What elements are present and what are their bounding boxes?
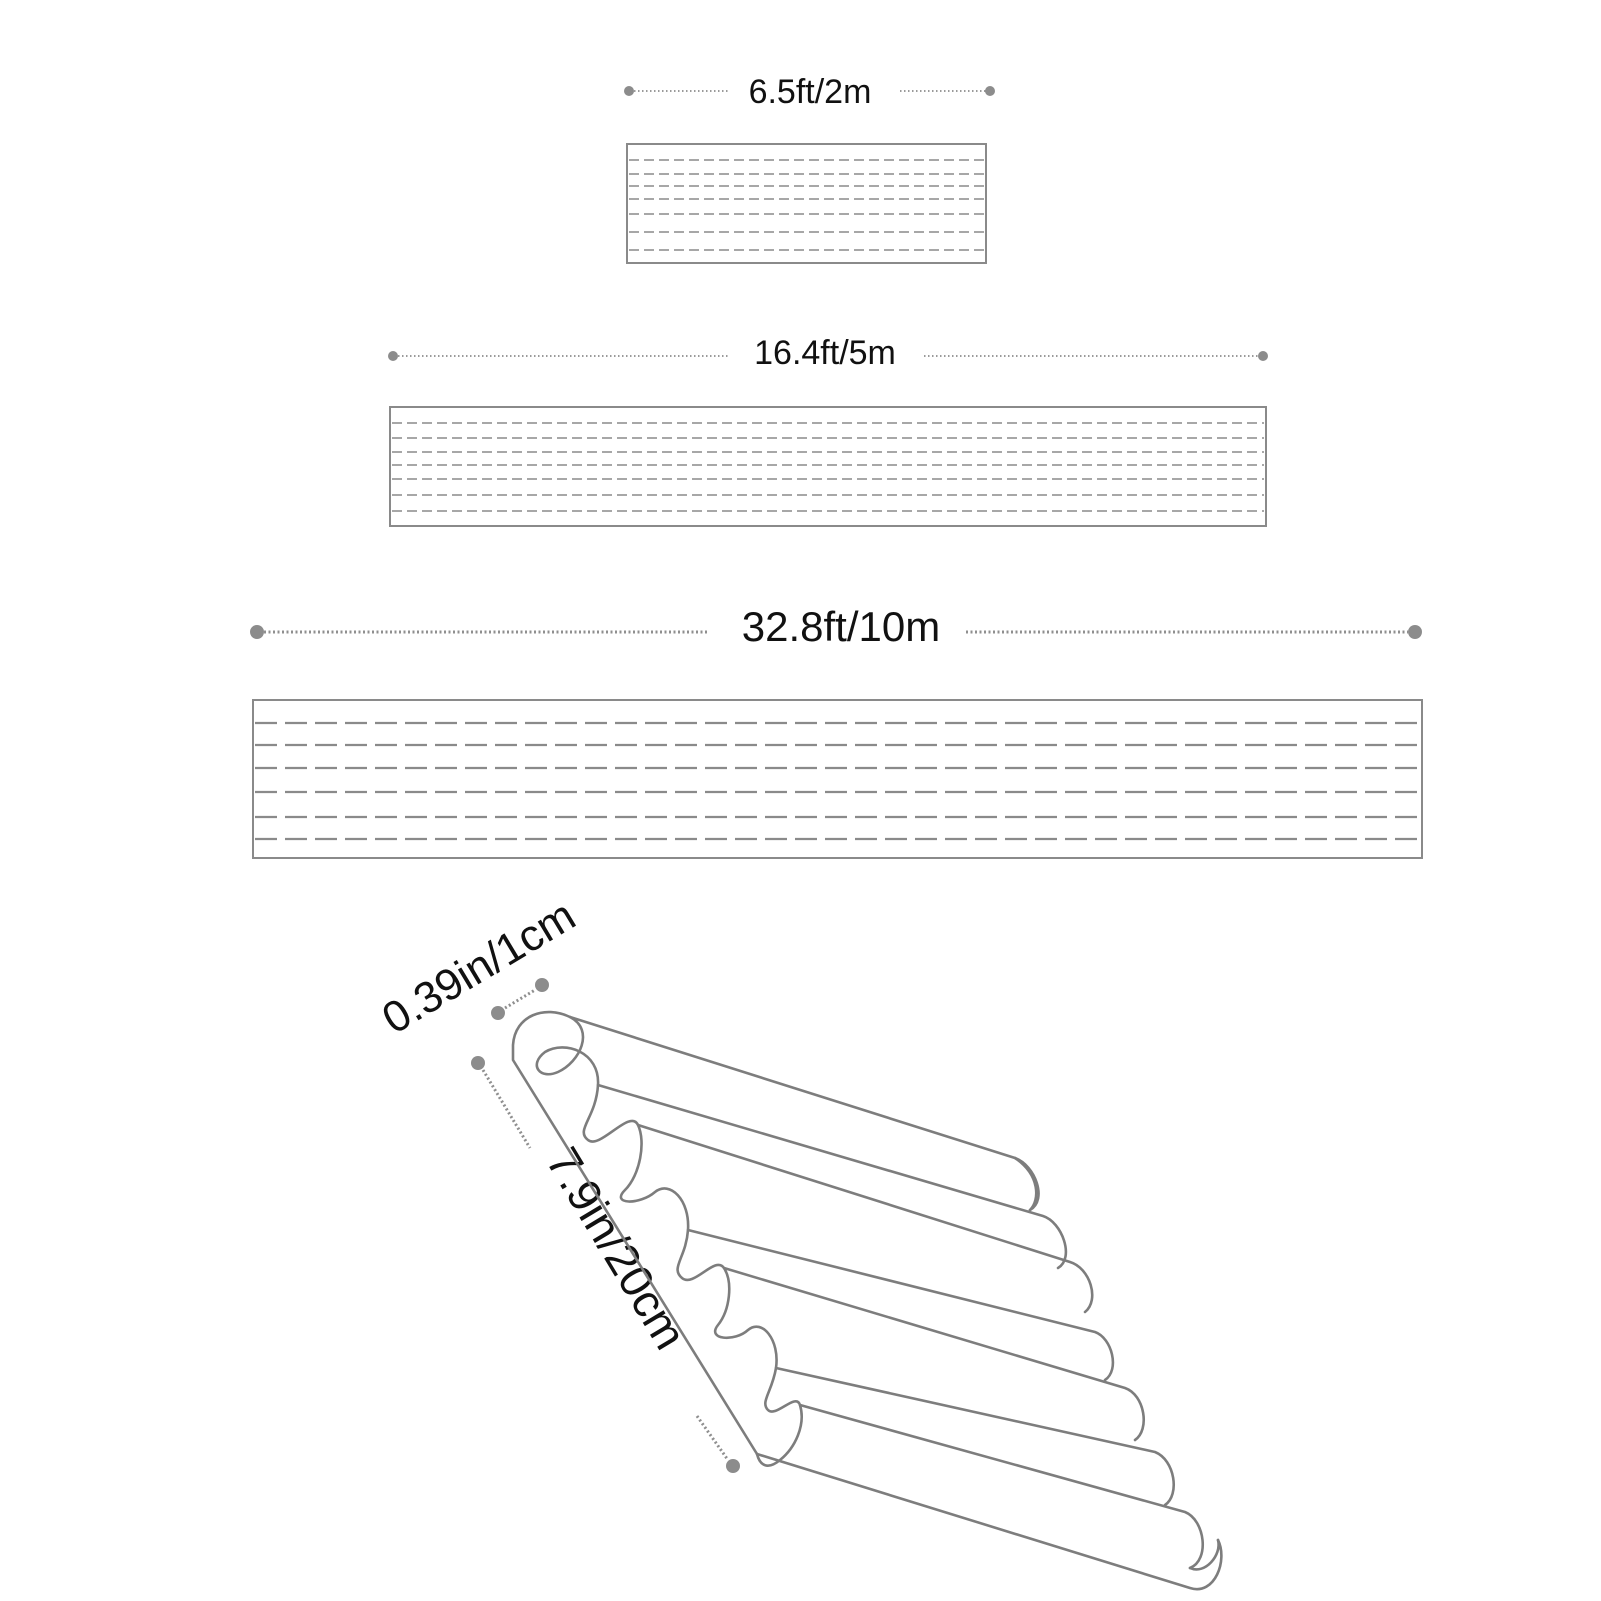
fold-bottom-edge (755, 1452, 1223, 1591)
folded-strip-illustration (511, 1010, 1223, 1591)
small-left-endpoint (624, 86, 634, 96)
fold-ridge-line (722, 1266, 1145, 1442)
fold-ridge-line (596, 1083, 1068, 1270)
fold-base-edge (511, 1010, 759, 1456)
medium-strip-dimension: 16.4ft/5m (388, 334, 1268, 372)
width-leader (504, 988, 536, 1010)
medium-strip (389, 406, 1267, 527)
width-label: 0.39in/1cm (374, 891, 584, 1044)
fold-tail-curve (1013, 1156, 1038, 1212)
medium-length-label: 16.4ft/5m (754, 334, 896, 372)
fold-bottom-endpoint (726, 1459, 740, 1473)
width-dimension: 0.39in/1cm (374, 891, 584, 1044)
large-left-endpoint (250, 625, 264, 639)
large-strip-outline (252, 699, 1423, 859)
fold-ridge-line (774, 1366, 1175, 1507)
fold-top-endpoint (471, 1056, 485, 1070)
large-strip-dimension: 32.8ft/10m (250, 603, 1422, 650)
medium-strip-outline (389, 406, 1267, 527)
width-upper-endpoint (535, 978, 549, 992)
fold-length-dimension: 7.9in/20cm (471, 1056, 740, 1473)
fold-tail-curve (1188, 1538, 1220, 1571)
fold-bottom-leader (695, 1415, 730, 1461)
fold-top-leader (481, 1069, 532, 1149)
large-length-label: 32.8ft/10m (742, 603, 940, 650)
width-lower-endpoint (491, 1006, 505, 1020)
fold-length-label: 7.9in/20cm (536, 1138, 696, 1358)
small-strip (626, 143, 987, 264)
small-strip-outline (626, 143, 987, 264)
fold-wave-edge (535, 1015, 803, 1467)
medium-right-endpoint (1258, 351, 1268, 361)
small-right-endpoint (985, 86, 995, 96)
large-strip (252, 699, 1423, 859)
medium-left-endpoint (388, 351, 398, 361)
fold-ridge-line (686, 1228, 1115, 1382)
fold-ridge-line (568, 1015, 1040, 1212)
fold-ridge-line (798, 1403, 1204, 1570)
fold-ridge-line (636, 1123, 1094, 1314)
small-length-label: 6.5ft/2m (749, 73, 872, 111)
small-strip-dimension: 6.5ft/2m (624, 73, 995, 111)
large-right-endpoint (1408, 625, 1422, 639)
